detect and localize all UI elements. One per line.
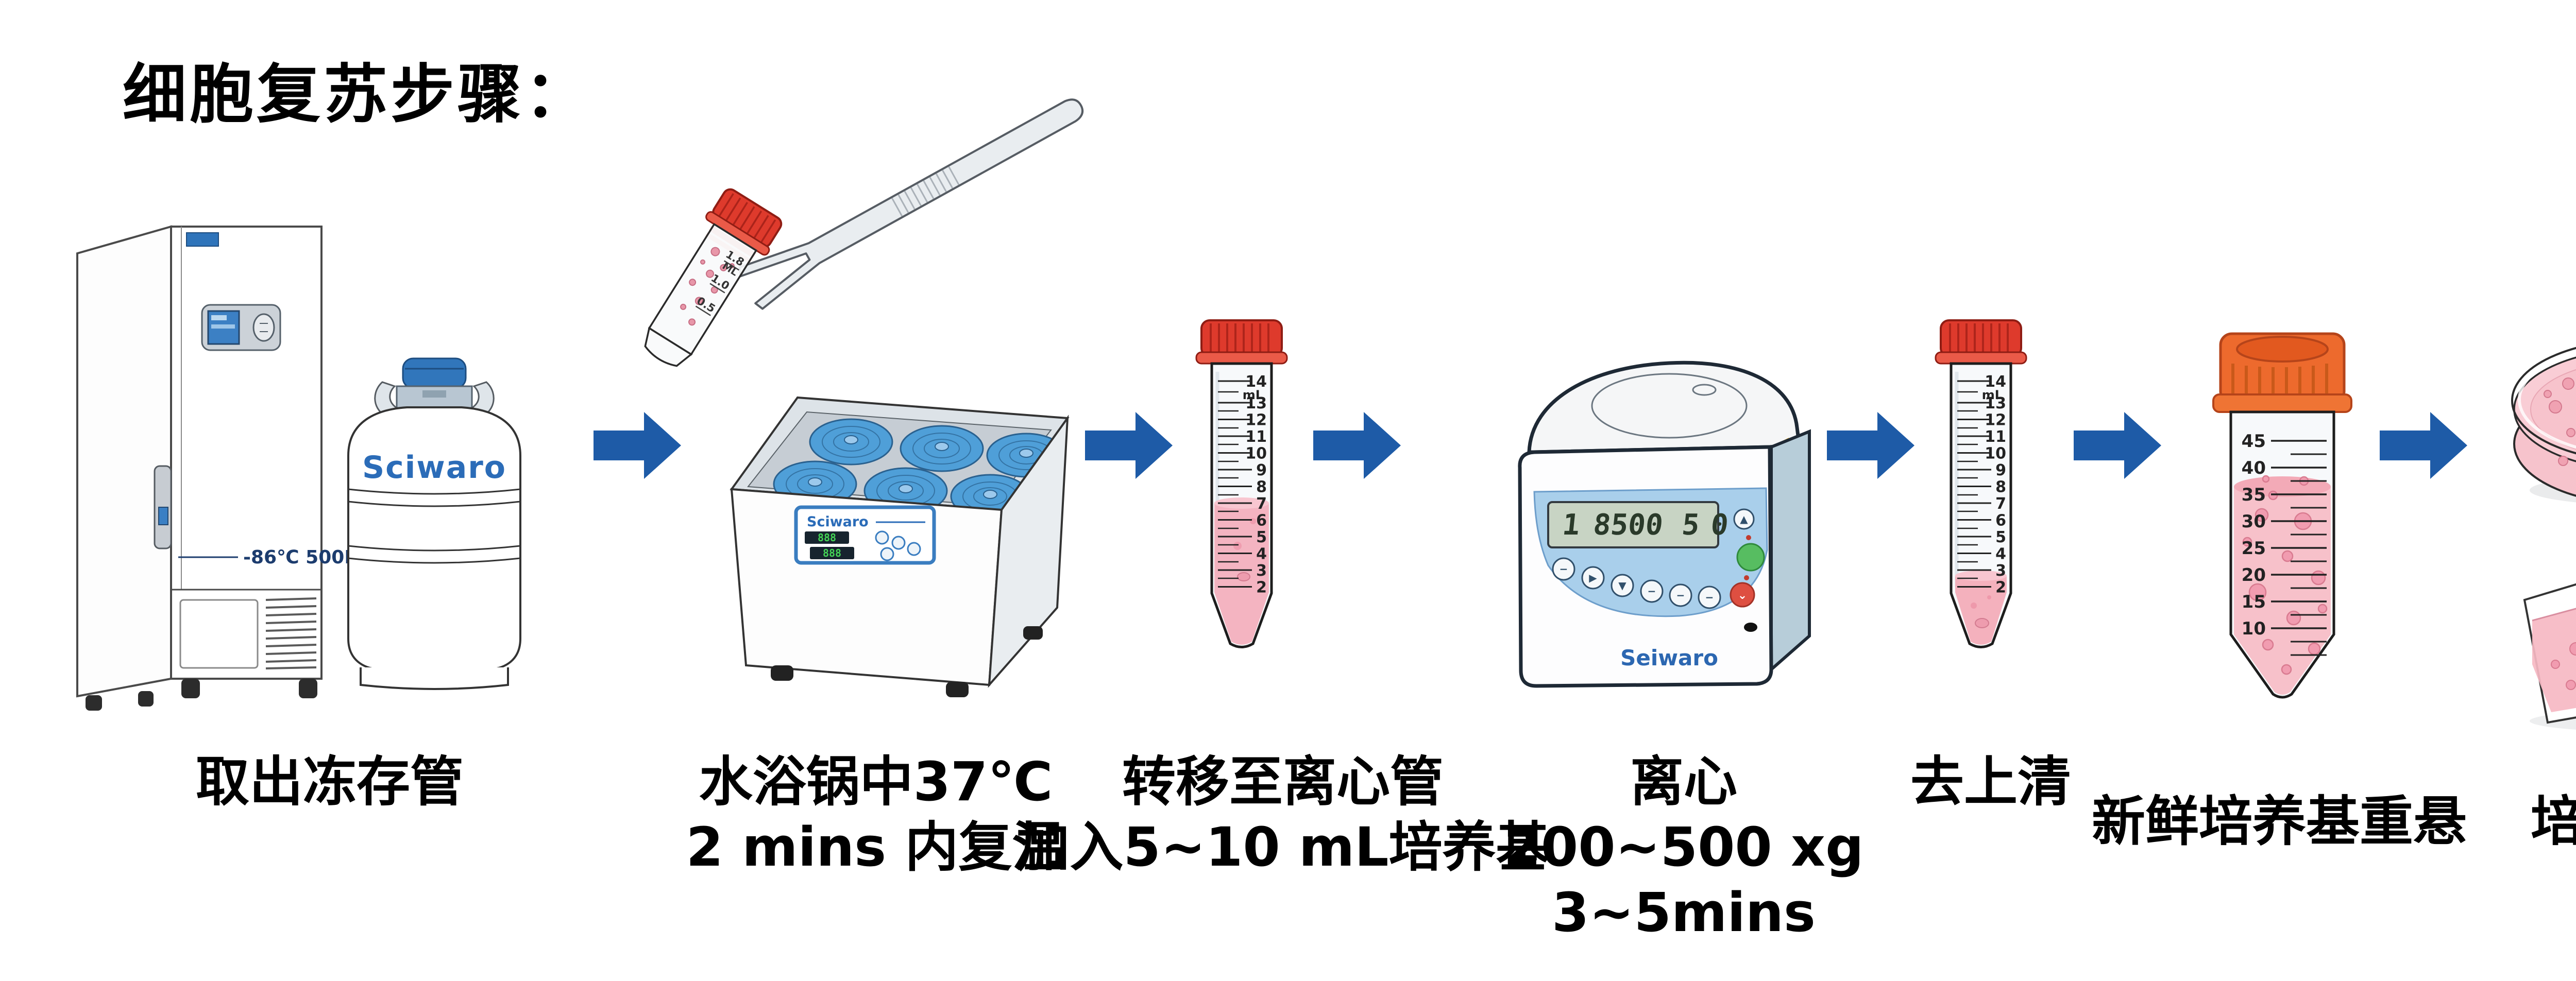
step-label-line: 取出冻存管 [195, 750, 464, 813]
flask-cells [2551, 642, 2576, 690]
tube50-scale-label: 35 [2242, 485, 2266, 505]
tank-body [347, 406, 521, 670]
flow-arrow-4 [1827, 412, 1914, 479]
svg-text:−: − [1560, 563, 1568, 575]
cryovial-illustration: 1.8 ML 1.0 0.5 [644, 188, 783, 367]
step-label-line: 离心 [1630, 750, 1737, 813]
tube50-scale-label: 45 [2242, 431, 2266, 452]
svg-text:▶: ▶ [1589, 572, 1597, 584]
centrifuge-stop-button [1730, 582, 1755, 608]
water-bath-buttons [875, 530, 921, 561]
freezer-vent-grille [265, 597, 317, 669]
flow-arrow-5 [2074, 412, 2161, 479]
freezer-temp-label: -86℃ 500L [243, 547, 356, 568]
nitrogen-tank-illustration: Sciwaro [347, 357, 521, 690]
centrifuge-tube-illustration [1196, 320, 1287, 647]
tweezers-illustration [738, 98, 1084, 310]
water-bath-display-bottom-digits: 888 [823, 547, 841, 559]
step-label-4: 离心 200~500 xg 3~5mins [1503, 749, 1863, 945]
centrifuge-lid [1527, 360, 1801, 454]
water-bath-display-bottom [810, 547, 854, 559]
centrifuge-brand-label: Seiwaro [1620, 645, 1718, 670]
centrifuge-side [1770, 429, 1811, 673]
freezer-control-panel [201, 304, 281, 351]
step-label-line: 3~5mins [1552, 881, 1816, 944]
step-label-line: 水浴锅中37℃ [699, 750, 1053, 813]
water-bath-control-panel: Sciwaro 888 888 [794, 505, 936, 565]
step-label-line: 转移至离心管 [1122, 750, 1444, 813]
step-label-line: 加入5~10 mL培养基 [1016, 815, 1550, 879]
svg-text:−: − [1648, 585, 1656, 597]
step-label-3: 转移至离心管 加入5~10 mL培养基 [1016, 749, 1549, 880]
flow-arrow-1 [594, 412, 681, 479]
centrifuge-display-digit: 5 [1680, 508, 1701, 542]
water-bath-display-top [805, 531, 849, 544]
water-bath-brand-label: Sciwaro [807, 514, 869, 530]
tube50-major-ticks [2271, 440, 2327, 629]
water-bath-feet [771, 626, 1043, 697]
flow-arrow-2 [1085, 412, 1173, 479]
step-label-line: 2 mins 内复温 [686, 815, 1066, 879]
pellet-tube-illustration [1936, 320, 2026, 647]
water-bath-illustration: Sciwaro 888 888 [730, 396, 1070, 697]
petri-cells [2544, 377, 2575, 466]
svg-text:⌄: ⌄ [1738, 589, 1747, 602]
cryovial-body [648, 222, 758, 356]
svg-text:▲: ▲ [1740, 513, 1748, 525]
centrifuge-display [1547, 501, 1719, 548]
tube50-minor-ticks [2291, 453, 2327, 656]
svg-text:−: − [1705, 591, 1714, 604]
centrifuge-buttons: − ▶ ▼ − − − ▲ ⌄ [1552, 508, 1765, 609]
tank-cap [402, 357, 467, 389]
culture-flask-illustration [2523, 583, 2576, 730]
tube50-scale-label: 25 [2242, 538, 2266, 559]
tube50-liquid [2234, 487, 2331, 695]
tank-base [360, 667, 509, 690]
tank-brand-label: Sciwaro [362, 450, 506, 486]
centrifuge-display-digit: 0 [1709, 508, 1730, 542]
tube50-cells [2242, 475, 2328, 675]
step-label-line: 新鲜培养基重悬 [2091, 790, 2467, 853]
flow-arrow-3 [1313, 412, 1401, 479]
freezer-illustration: -86℃ 500L [76, 225, 356, 711]
step-label-6: 新鲜培养基重悬 [2092, 789, 2467, 854]
step-label-line: 培养细胞 [2530, 790, 2576, 853]
step-label-1: 取出冻存管 [196, 749, 464, 815]
centrifuge-start-button [1736, 543, 1765, 572]
tube50-scale-label: 40 [2242, 458, 2266, 478]
petri-lid-rim [2511, 347, 2576, 455]
step-label-line: 去上清 [1910, 750, 2072, 813]
freezer-handle-button [252, 313, 275, 342]
centrifuge-display-digit: 1 [1561, 508, 1582, 542]
tank-ribs [348, 488, 521, 564]
water-bath-display-top-digits: 888 [818, 531, 836, 544]
centrifuge-illustration: 1 8500 5 0 − ▶ ▼ − − − ▲ ⌄ Seiwaro [1518, 360, 1811, 688]
svg-text:▼: ▼ [1618, 579, 1626, 592]
tube50-scale-label: 15 [2242, 592, 2266, 612]
tube50-scale-label: 20 [2242, 565, 2266, 586]
tweezers-serration [891, 166, 960, 217]
step-label-7: 培养细胞 [2531, 789, 2576, 854]
freezer-feet [86, 679, 317, 711]
step-label-5: 去上清 [1910, 749, 2071, 815]
freezer-logo-badge [186, 232, 219, 247]
flow-arrow-6 [2380, 412, 2467, 479]
tube-pellet-liquid [1955, 576, 2007, 645]
step-label-2: 水浴锅中37℃ 2 mins 内复温 [686, 749, 1066, 880]
freezer-door-handle [154, 465, 172, 549]
page-title: 细胞复苏步骤： [123, 58, 592, 132]
resuspension-tube-illustration: 45 40 35 30 25 20 15 10 [2212, 332, 2352, 699]
centrifuge-display-digit: 8500 [1591, 508, 1665, 542]
svg-text:−: − [1676, 589, 1685, 601]
tube50-scale-label: 30 [2242, 511, 2266, 532]
petri-dish-illustration [2511, 347, 2576, 503]
cryovial-ticks [695, 260, 740, 316]
step-label-line: 200~500 xg [1503, 815, 1864, 879]
tube50-scale-label: 10 [2242, 618, 2266, 639]
